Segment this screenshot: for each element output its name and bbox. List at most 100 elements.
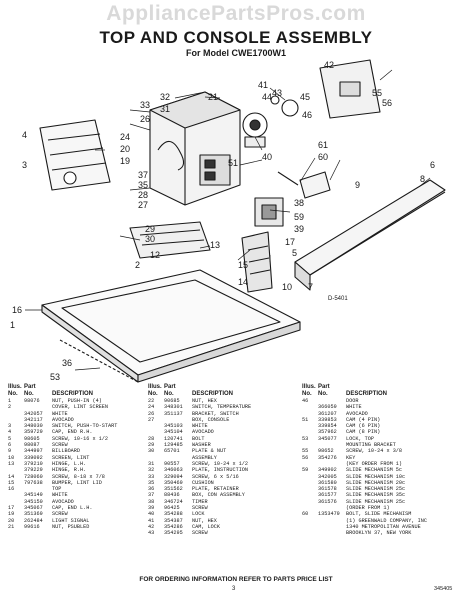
callout-56: 56 bbox=[382, 98, 392, 108]
illus-number: 60 bbox=[302, 511, 309, 518]
callout-19: 19 bbox=[120, 156, 130, 166]
callout-16: 16 bbox=[12, 305, 22, 315]
callout-30: 30 bbox=[145, 234, 155, 244]
callout-3: 3 bbox=[22, 160, 27, 170]
part-number: 329094 bbox=[164, 473, 183, 480]
part-description: CUSHION bbox=[192, 479, 214, 486]
part-number: 366059 bbox=[318, 404, 337, 411]
part-description: AVOCADO bbox=[192, 429, 214, 436]
parts-list-row: ASSEMBLY bbox=[148, 455, 251, 461]
part-number: 351369 bbox=[24, 511, 43, 518]
callout-35: 35 bbox=[138, 180, 148, 190]
part-description: AVOCADO bbox=[346, 410, 368, 417]
ordering-footer: FOR ORDERING INFORMATION REFER TO PARTS … bbox=[139, 576, 333, 583]
part-description: SLIDE MECHANISM 35c bbox=[346, 492, 406, 499]
part-description: LOCK bbox=[192, 511, 205, 518]
part-description: (KEY ORDER FROM 1) bbox=[346, 460, 403, 467]
parts-header-col3: Illus. Part bbox=[302, 384, 427, 391]
part-number bbox=[318, 530, 346, 536]
illus-number: 37 bbox=[148, 492, 155, 499]
illus-number: 51 bbox=[302, 416, 309, 423]
callout-26: 26 bbox=[140, 114, 150, 124]
part-number: 349902 bbox=[318, 467, 337, 474]
callout-38: 38 bbox=[294, 198, 304, 208]
illus-number: 38 bbox=[148, 498, 155, 505]
callout-46: 46 bbox=[302, 110, 312, 120]
callout-4: 4 bbox=[22, 130, 27, 140]
part-number: 88436 bbox=[164, 492, 180, 499]
callout-44: 44 bbox=[262, 92, 272, 102]
part-number: 351562 bbox=[164, 486, 183, 493]
part-description: NUT, PSUBLED bbox=[52, 523, 90, 530]
part-description: CAP, END L.H. bbox=[52, 505, 93, 512]
part-number: 98076 bbox=[24, 398, 40, 404]
part-description: SCREW bbox=[52, 511, 68, 518]
callout-36: 36 bbox=[62, 358, 72, 368]
header-illus-col2: Illus. bbox=[148, 384, 162, 390]
part-number: 339853 bbox=[318, 416, 337, 423]
callout-17: 17 bbox=[285, 237, 295, 247]
part-description: BROOKLYN 37, NEW YORK bbox=[346, 530, 412, 537]
part-description: TOP bbox=[52, 486, 62, 493]
header-no-col3: No. bbox=[302, 391, 312, 397]
part-number: 339092 bbox=[24, 454, 43, 461]
slide-mechanism bbox=[254, 197, 284, 227]
page-subtitle: For Model CWE1700W1 bbox=[185, 48, 286, 58]
callout-12: 12 bbox=[150, 250, 160, 260]
part-number: 345150 bbox=[24, 498, 43, 505]
illus-number: 32 bbox=[148, 467, 155, 474]
callout-37: 37 bbox=[138, 170, 148, 180]
part-number: 345103 bbox=[164, 423, 183, 430]
callout-2: 2 bbox=[135, 260, 140, 270]
lint-screen bbox=[241, 231, 273, 293]
illus-number: 13 bbox=[8, 460, 15, 467]
part-description: SCREW bbox=[192, 505, 208, 512]
part-number: 357962 bbox=[318, 429, 337, 436]
part-number: 344997 bbox=[24, 448, 43, 455]
part-description: SCREW, 10-24 x 3/8 bbox=[346, 448, 403, 455]
parts-list-row: 357962 CAM (8 PIN) bbox=[302, 429, 427, 435]
parts-list-row: (KEY ORDER FROM 1) bbox=[302, 461, 427, 467]
callout-labels: 32 31 21 33 26 24 20 19 4 3 37 35 28 27 … bbox=[10, 60, 435, 382]
illus-number: 27 bbox=[148, 416, 155, 423]
part-description: DOOR bbox=[346, 398, 359, 404]
illus-number: 41 bbox=[148, 517, 155, 524]
lock-bracket bbox=[277, 171, 331, 199]
part-description: 1340 METROPOLITAN AVENUE bbox=[346, 523, 421, 530]
header-no-2-col2: No. bbox=[164, 391, 174, 397]
header-part-col3: Part bbox=[318, 384, 330, 390]
part-number: 262484 bbox=[24, 517, 43, 524]
illus-number: 10 bbox=[8, 454, 15, 461]
part-description: SWITCH, PUSH-TO-START bbox=[52, 423, 118, 430]
part-description: CAM (8 PIN) bbox=[346, 429, 381, 436]
part-number: 350469 bbox=[164, 479, 183, 486]
part-description: PLATE & NUT bbox=[192, 448, 227, 455]
illus-number: 15 bbox=[8, 479, 15, 486]
part-description: SLIDE MECHANISM 5c bbox=[346, 467, 403, 474]
part-description: BOX, CONSOLE bbox=[192, 416, 230, 423]
callout-21: 21 bbox=[208, 92, 218, 102]
part-description: NUT, PUSH-IN (4) bbox=[52, 398, 102, 404]
header-no-2-col3: No. bbox=[318, 391, 328, 397]
part-number: 379210 bbox=[24, 460, 43, 467]
part-number: 348301 bbox=[164, 404, 183, 411]
callout-39: 39 bbox=[294, 224, 304, 234]
illus-number: 24 bbox=[148, 404, 155, 411]
